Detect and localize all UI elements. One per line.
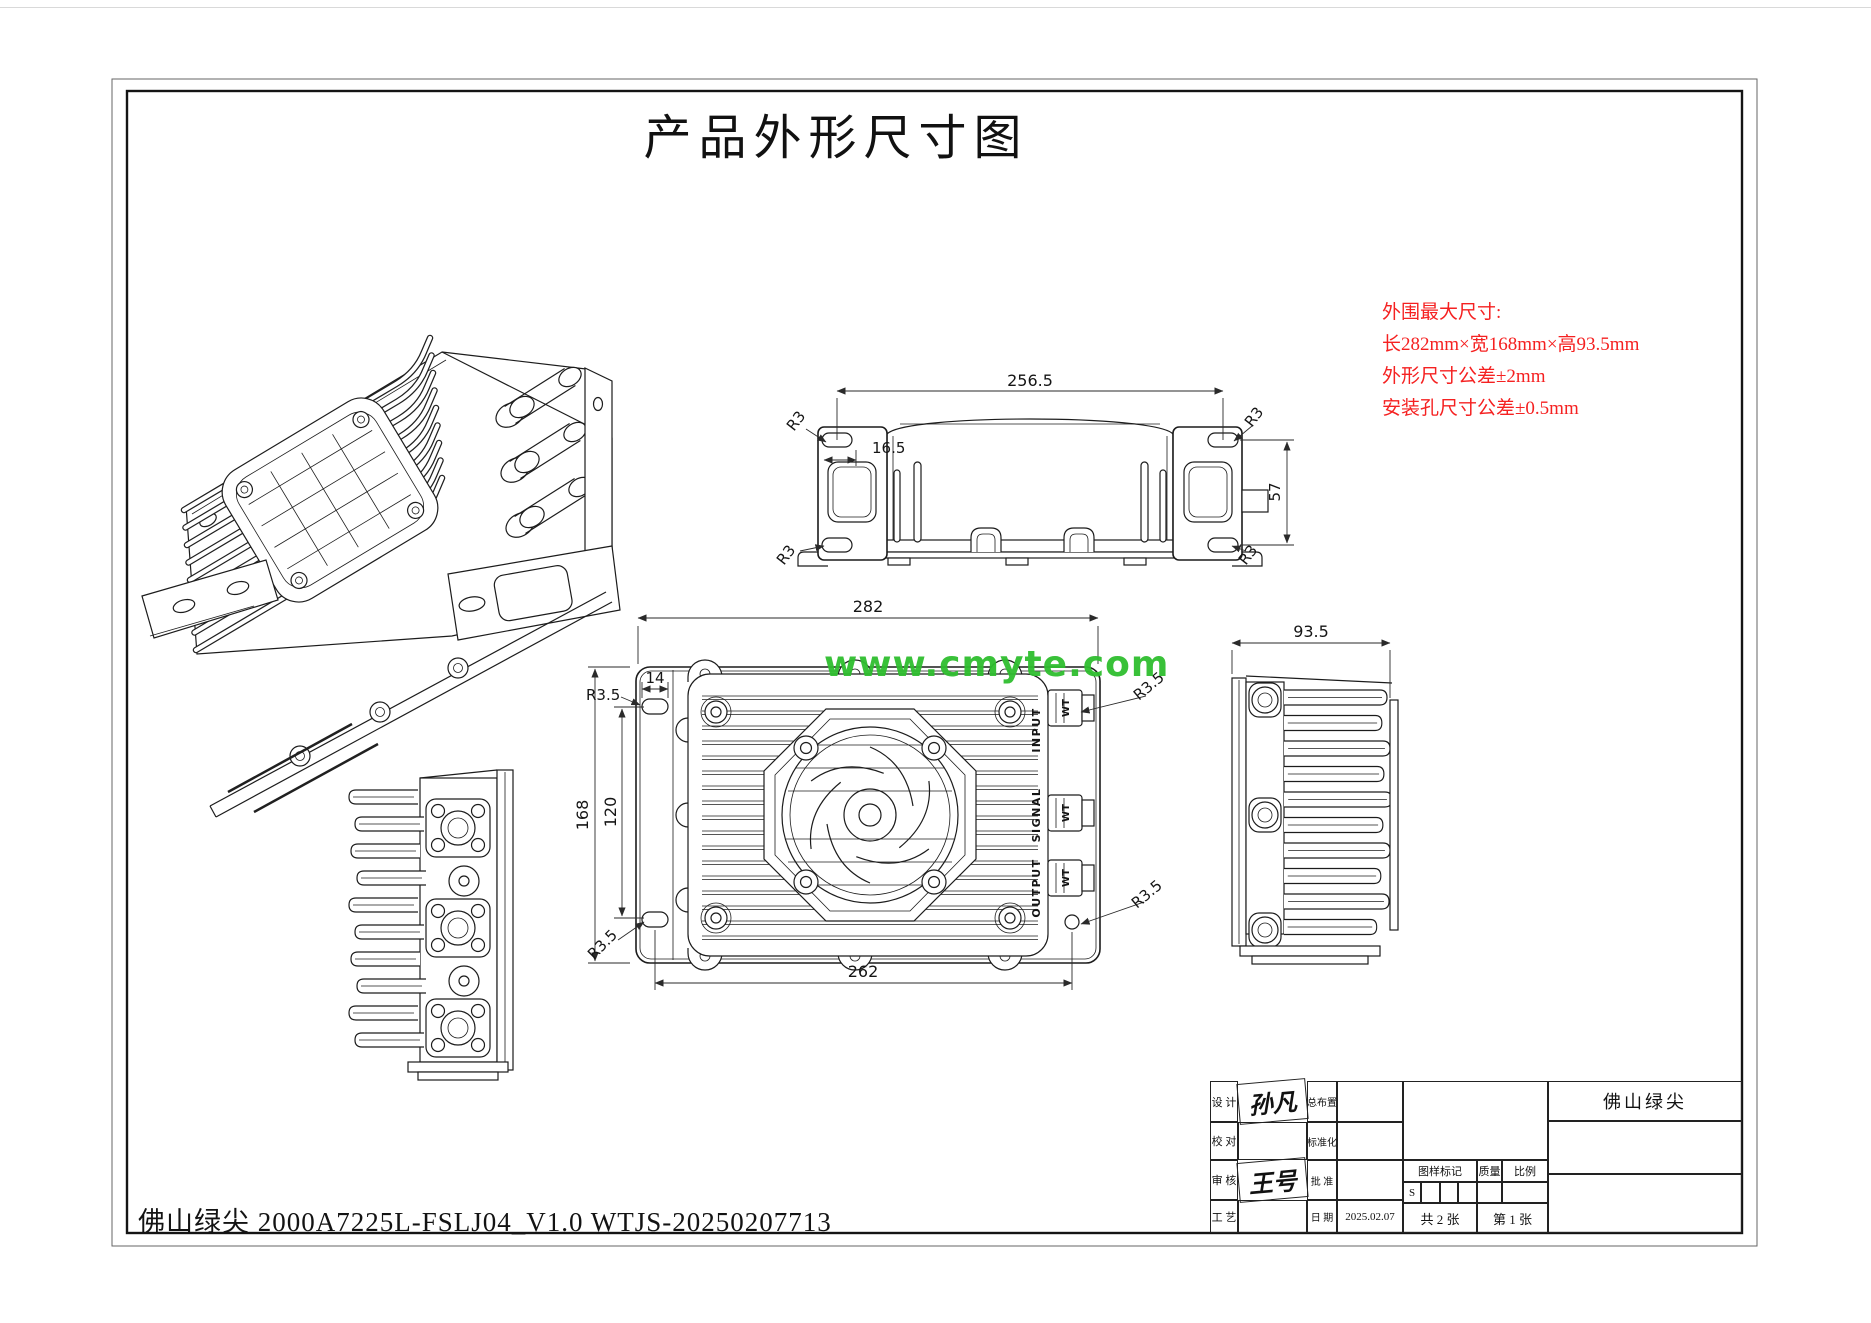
tb-standard-value	[1337, 1122, 1403, 1160]
dim-front-radius-tr: R3	[1241, 404, 1267, 431]
dim-front-radius-tl: R3	[783, 408, 809, 435]
round-connector-2	[425, 898, 491, 958]
tb-approve-value	[1337, 1160, 1403, 1200]
dim-front-slot-offset: 16.5	[872, 439, 905, 457]
tb-design-label: 设 计	[1210, 1081, 1238, 1122]
tb-check-label: 校 对	[1210, 1122, 1238, 1160]
note-line-4: 安装孔尺寸公差±0.5mm	[1382, 398, 1579, 419]
tb-process-signature	[1238, 1200, 1307, 1233]
tb-process-label: 工 艺	[1210, 1200, 1238, 1233]
tb-design-signature: 孙凡	[1236, 1078, 1309, 1125]
tb-sheet-total: 共 2 张	[1403, 1203, 1477, 1233]
drawing-code: 佛山绿尖 2000A7225L-FSLJ04_V1.0 WTJS-2025020…	[138, 1207, 832, 1237]
wt-label-3: WT	[1061, 869, 1072, 887]
dim-front-width: 256.5	[1007, 371, 1053, 390]
dim-front-height: 57	[1266, 482, 1284, 501]
tb-approve-label: 批 准	[1307, 1160, 1337, 1200]
tb-blank-2	[1548, 1174, 1742, 1233]
isometric-view	[141, 338, 621, 818]
tb-mark-label: 图样标记	[1403, 1160, 1477, 1182]
tb-scale-label: 比例	[1502, 1160, 1548, 1182]
page-top-divider	[0, 7, 1871, 8]
dim-front-radius-bl: R3	[773, 542, 799, 569]
inner-border	[125, 89, 1744, 1235]
outer-border	[111, 78, 1758, 1247]
tb-sheet-no: 第 1 张	[1477, 1203, 1548, 1233]
tb-review-label: 审 核	[1210, 1160, 1238, 1200]
top-view: WT WT WT INPUT SIGNAL OUTPUT	[573, 597, 1168, 990]
round-connector-3	[425, 998, 491, 1058]
side-view-right: 93.5	[1231, 622, 1399, 965]
round-connector-1	[425, 798, 491, 858]
port-label-signal: SIGNAL	[1030, 788, 1043, 843]
front-view: 256.5 16.5 57 R3 R3 R3 R3	[773, 371, 1294, 568]
tb-quality-value	[1477, 1182, 1502, 1203]
page-title: 产品外形尺寸图	[643, 112, 1029, 165]
tb-layout-value	[1337, 1081, 1403, 1122]
tb-date-label: 日 期	[1307, 1200, 1337, 1233]
tb-standard-label: 标准化	[1307, 1122, 1337, 1160]
connector-stub-signal: WT	[1047, 794, 1095, 832]
title-block: 设 计 孙凡 总布置 校 对 标准化 审 核 王号 批 准 工 艺 日 期 20…	[1210, 1078, 1742, 1233]
tb-stamp-area	[1403, 1081, 1548, 1160]
tb-mark-cell-1	[1421, 1182, 1440, 1203]
tb-check-signature	[1238, 1122, 1307, 1160]
port-label-input: INPUT	[1030, 707, 1043, 752]
watermark: www.cmyte.com	[824, 644, 1170, 685]
note-line-2: 长282mm×宽168mm×高93.5mm	[1382, 334, 1640, 355]
dim-top-mount-height: 120	[601, 797, 620, 828]
tb-date-value: 2025.02.07	[1337, 1200, 1403, 1233]
tb-blank-1	[1548, 1121, 1742, 1174]
wt-label-2: WT	[1061, 804, 1072, 822]
connector-stub-input: WT	[1047, 689, 1095, 727]
tb-scale-value	[1502, 1182, 1548, 1203]
dim-top-radius-tl: R3.5	[586, 686, 620, 704]
side-view-left	[348, 769, 514, 1081]
tb-review-signature: 王号	[1236, 1157, 1309, 1203]
note-line-3: 外形尺寸公差±2mm	[1382, 366, 1546, 387]
tb-mark-cell-2	[1440, 1182, 1458, 1203]
dim-side-width: 93.5	[1293, 622, 1329, 641]
tolerance-notes: 外围最大尺寸: 长282mm×宽168mm×高93.5mm 外形尺寸公差±2mm…	[1382, 297, 1639, 425]
dim-top-width: 282	[853, 597, 884, 616]
dim-top-radius-bl: R3.5	[584, 926, 621, 963]
tb-s-mark: S	[1403, 1182, 1421, 1203]
note-line-1: 外围最大尺寸:	[1382, 302, 1502, 323]
tb-layout-label: 总布置	[1307, 1081, 1337, 1122]
port-label-output: OUTPUT	[1030, 858, 1043, 917]
iso-grille-plate	[221, 397, 439, 603]
wt-label-1: WT	[1061, 699, 1072, 717]
dim-top-height: 168	[573, 800, 592, 831]
dim-top-mount-width: 262	[848, 962, 879, 981]
tb-mark-cell-3	[1458, 1182, 1477, 1203]
connector-stub-output: WT	[1047, 859, 1095, 897]
dim-top-radius-br: R3.5	[1128, 876, 1166, 912]
tb-company: 佛山绿尖	[1548, 1081, 1742, 1121]
tb-quality-label: 质量	[1477, 1160, 1502, 1182]
dim-top-slot-width: 14	[645, 669, 664, 687]
